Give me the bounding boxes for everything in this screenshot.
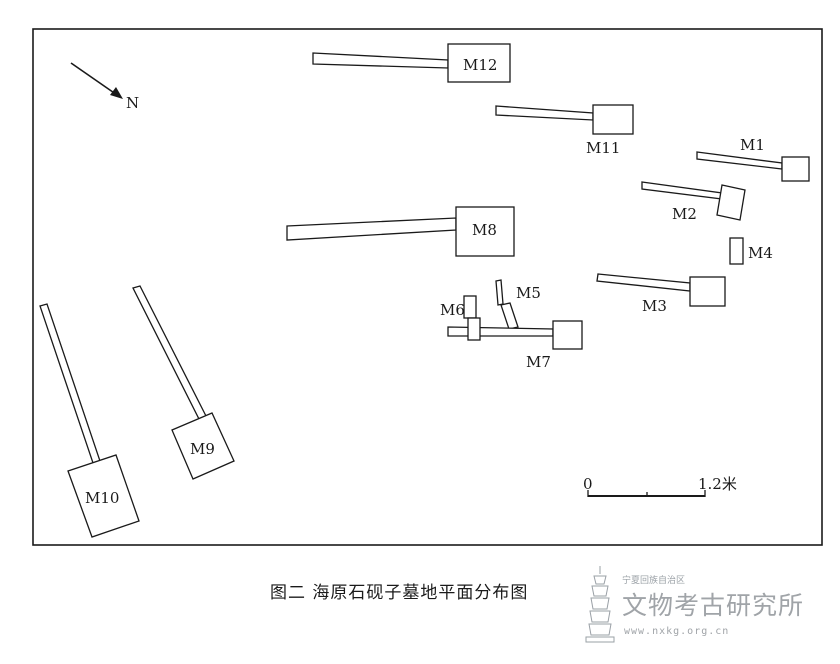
tomb-m11: M11 — [495, 104, 634, 157]
tomb-m4: M4 — [729, 237, 773, 265]
north-arrow: N — [70, 62, 139, 112]
tomb-label-m4: M4 — [748, 244, 773, 262]
figure-caption: 图二 海原石砚子墓地平面分布图 — [270, 583, 528, 603]
tomb-label-m8: M8 — [472, 221, 497, 239]
tomb-m7: M7 — [447, 320, 583, 371]
tomb-label-m6: M6 — [440, 301, 465, 319]
map-frame — [32, 28, 823, 546]
north-label: N — [126, 94, 139, 112]
tomb-label-m3: M3 — [642, 297, 667, 315]
tomb-label-m11: M11 — [586, 139, 620, 157]
tomb-m3: M3 — [596, 273, 726, 315]
tomb-label-m2: M2 — [672, 205, 697, 223]
tomb-m12: M12 — [312, 43, 511, 83]
tomb-label-m12: M12 — [463, 56, 497, 74]
watermark-url: www.nxkg.org.cn — [624, 626, 729, 637]
watermark-org-small: 宁夏回族自治区 — [622, 574, 685, 586]
tomb-label-m10: M10 — [85, 489, 119, 507]
tomb-label-m1: M1 — [740, 136, 765, 154]
tomb-m2: M2 — [641, 181, 746, 223]
scale-start-label: 0 — [583, 475, 593, 493]
watermark-org-name: 文物考古研究所 — [622, 591, 804, 620]
tomb-m5: M5 — [495, 279, 541, 330]
pagoda-icon — [585, 566, 615, 643]
tomb-label-m5: M5 — [516, 284, 541, 302]
watermark: 宁夏回族自治区 文物考古研究所 www.nxkg.org.cn — [585, 566, 804, 643]
tomb-m8: M8 — [286, 206, 515, 257]
tomb-m1: M1 — [696, 136, 810, 182]
tomb-label-m7: M7 — [526, 353, 551, 371]
scale-end-label: 1.2米 — [698, 475, 737, 493]
tomb-m10: M10 — [39, 303, 140, 538]
tomb-m6: M6 — [440, 295, 481, 341]
tomb-m9: M9 — [132, 285, 235, 480]
tomb-label-m9: M9 — [190, 440, 215, 458]
scale-bar: 0 1.2米 — [583, 475, 737, 497]
